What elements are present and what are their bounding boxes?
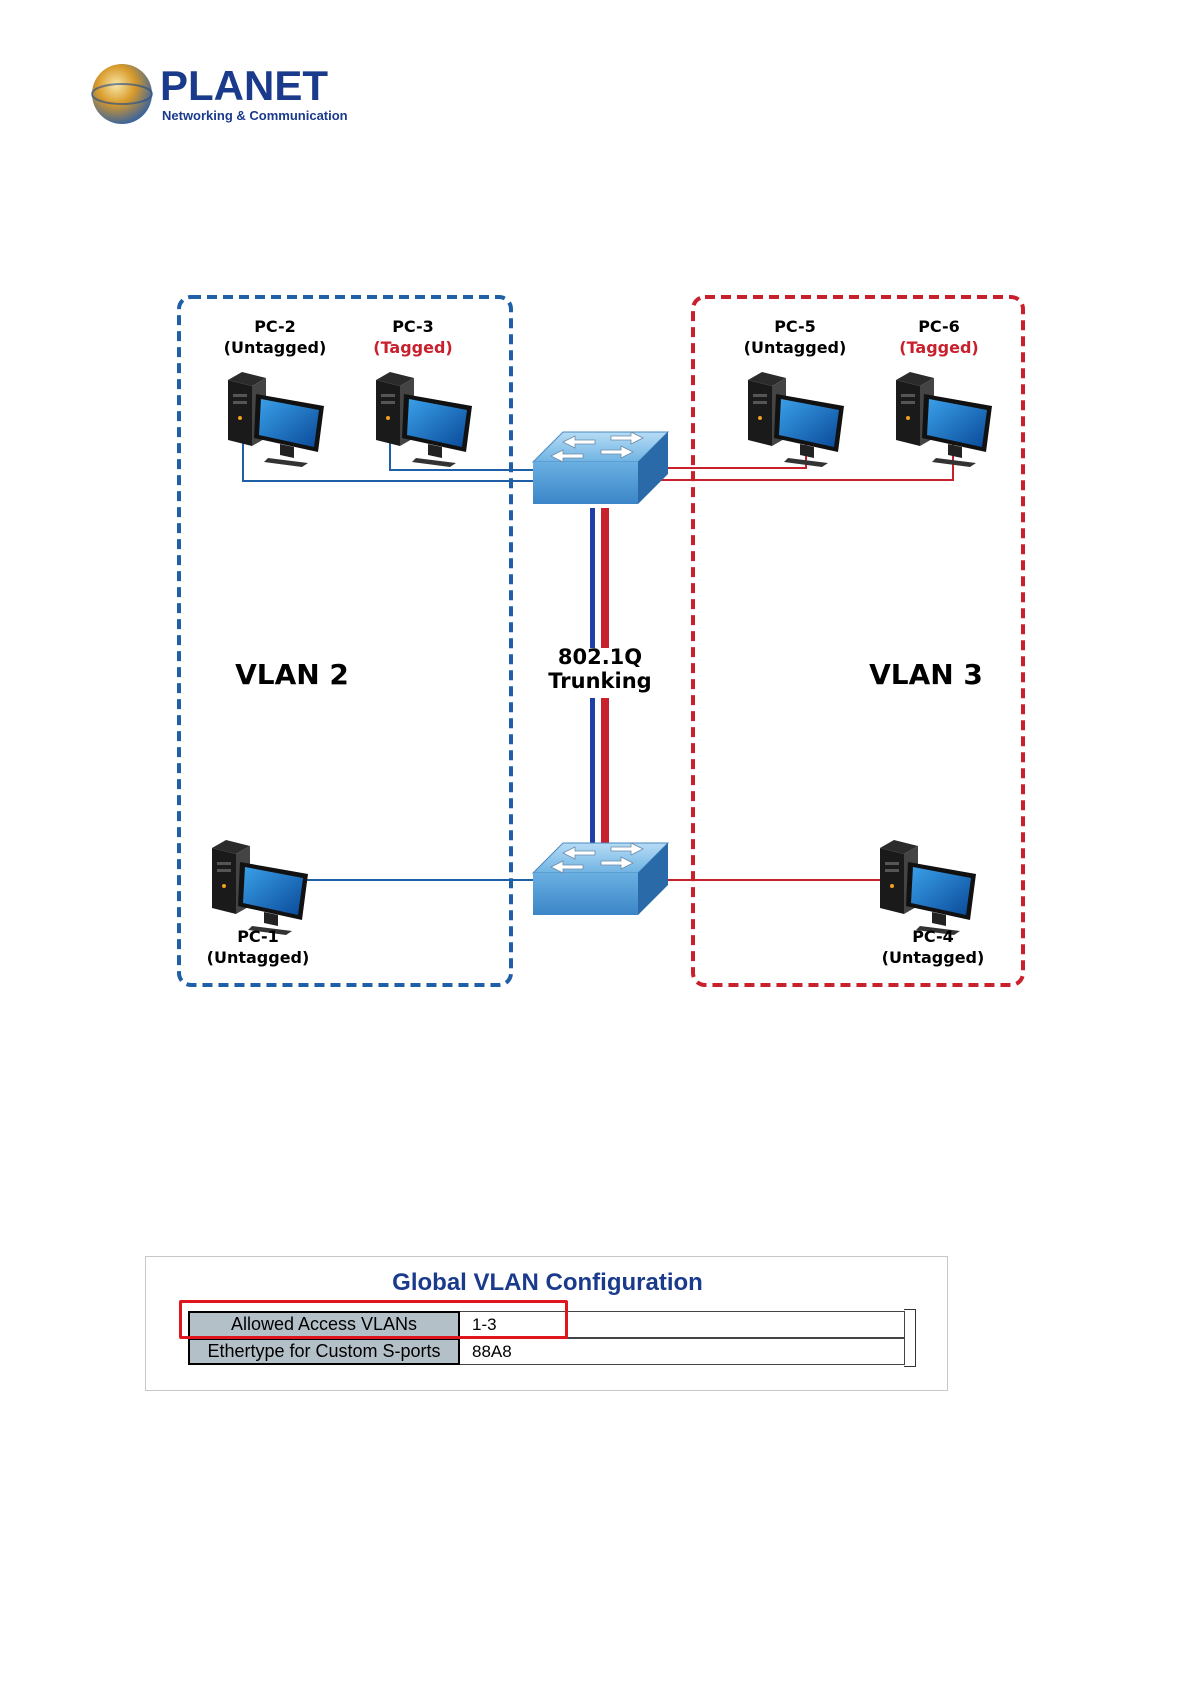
config-row-ethertype: Ethertype for Custom S-ports 88A8 xyxy=(188,1338,916,1365)
global-vlan-config-panel: Global VLAN Configuration Allowed Access… xyxy=(145,1256,948,1391)
pc4-name: PC-4 xyxy=(912,927,954,946)
trunk-label-line2: Trunking xyxy=(548,669,651,693)
pc6-mode: (Tagged) xyxy=(899,338,978,357)
switch-bottom-icon xyxy=(533,843,668,915)
pc1-name: PC-1 xyxy=(237,927,279,946)
pc3-name: PC-3 xyxy=(392,317,434,336)
pc6-name: PC-6 xyxy=(918,317,960,336)
pc5-mode: (Untagged) xyxy=(744,338,847,357)
pc4-icon xyxy=(880,840,976,935)
pc6-icon xyxy=(896,372,992,467)
pc4-mode: (Untagged) xyxy=(882,948,985,967)
switch-top-icon xyxy=(533,432,668,504)
pc5-icon xyxy=(748,372,844,467)
config-title: Global VLAN Configuration xyxy=(146,1269,949,1297)
pc1-mode: (Untagged) xyxy=(207,948,310,967)
trunk-label-line1: 802.1Q xyxy=(558,645,642,669)
highlight-box xyxy=(179,1300,568,1339)
vlan2-label: VLAN 2 xyxy=(235,658,349,691)
table-right-edge xyxy=(904,1309,916,1367)
vlan-diagram: PC-2 (Untagged) PC-3 (Tagged) PC-5 (Unta… xyxy=(0,0,1190,1000)
pc2-mode: (Untagged) xyxy=(224,338,327,357)
pc2-name: PC-2 xyxy=(254,317,296,336)
vlan3-label: VLAN 3 xyxy=(869,658,983,691)
pc5-name: PC-5 xyxy=(774,317,816,336)
pc1-icon xyxy=(212,840,308,935)
ethertype-custom-sports-label: Ethertype for Custom S-ports xyxy=(188,1338,460,1365)
pc3-mode: (Tagged) xyxy=(373,338,452,357)
ethertype-custom-sports-field[interactable]: 88A8 xyxy=(460,1338,905,1365)
